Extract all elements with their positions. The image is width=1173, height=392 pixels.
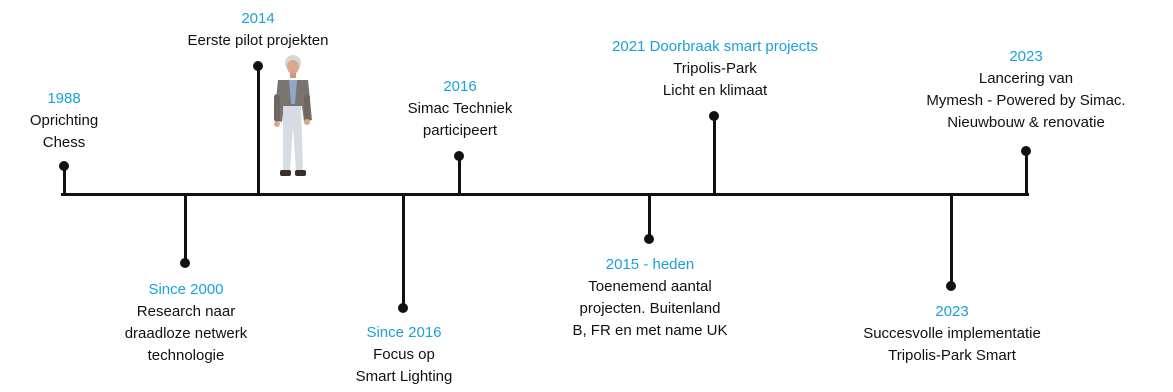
- timeline-stem-2015-heden: [648, 195, 651, 239]
- timeline-dot-2014: [253, 61, 263, 71]
- event-text: Nieuwbouw & renovatie: [947, 114, 1105, 131]
- event-text: Toenemend aantal: [588, 278, 712, 295]
- event-text: B, FR en met name UK: [572, 322, 728, 339]
- timeline-dot-1988: [59, 161, 69, 171]
- event-2023-lancering: 2023 Lancering van Mymesh - Powered by S…: [888, 46, 1164, 134]
- walking-man-photo: [274, 55, 312, 176]
- event-text: Smart Lighting: [355, 368, 453, 385]
- event-text: technologie: [147, 347, 225, 364]
- event-text: Tripolis-Park: [673, 60, 757, 77]
- timeline-dot-2021: [709, 111, 719, 121]
- timeline-stem-since-2016: [402, 195, 405, 306]
- event-text: Chess: [42, 134, 86, 151]
- timeline-stem-2014: [257, 68, 260, 194]
- event-text: Focus op: [373, 346, 435, 363]
- timeline-dot-2023-top: [1021, 146, 1031, 156]
- timeline-dot-2016: [454, 151, 464, 161]
- event-year: 1988: [47, 90, 81, 107]
- timeline-stem-2023-bottom: [950, 195, 953, 286]
- event-since-2016: Since 2016 Focus op Smart Lighting: [332, 322, 476, 388]
- event-text: Eerste pilot projekten: [187, 32, 329, 49]
- timeline-stem-2021: [713, 120, 716, 194]
- event-year: 2021 Doorbraak smart projects: [612, 38, 818, 55]
- event-text: Tripolis-Park Smart: [888, 347, 1016, 364]
- timeline-dot-since-2000: [180, 258, 190, 268]
- event-year: 2014: [241, 10, 275, 27]
- timeline-stem-since-2000: [184, 195, 187, 261]
- event-year: 2015 - heden: [605, 256, 695, 273]
- event-text: projecten. Buitenland: [579, 300, 721, 317]
- event-text: Oprichting: [29, 112, 99, 129]
- event-text: Research naar: [136, 303, 236, 320]
- event-2016: 2016 Simac Techniek participeert: [378, 76, 542, 142]
- timeline-stem-2016: [458, 160, 461, 194]
- event-year: 2023: [1009, 48, 1043, 65]
- event-1988: 1988 Oprichting Chess: [4, 88, 124, 154]
- timeline-stem-2023-top: [1025, 155, 1028, 194]
- event-text: draadloze netwerk: [124, 325, 248, 342]
- timeline-dot-since-2016: [398, 303, 408, 313]
- event-text: Mymesh - Powered by Simac.: [926, 92, 1126, 109]
- timeline-dot-2015-heden: [644, 234, 654, 244]
- event-text: Lancering van: [978, 70, 1074, 87]
- timeline-axis: [61, 193, 1029, 196]
- event-text: Licht en klimaat: [662, 82, 768, 99]
- event-since-2000: Since 2000 Research naar draadloze netwe…: [104, 279, 268, 367]
- event-2015-heden: 2015 - heden Toenemend aantal projecten.…: [544, 254, 756, 342]
- timeline-stem-1988: [63, 168, 66, 194]
- event-2021: 2021 Doorbraak smart projects Tripolis-P…: [570, 36, 860, 102]
- event-2023-implementatie: 2023 Succesvolle implementatie Tripolis-…: [830, 301, 1074, 367]
- event-year: 2023: [935, 303, 969, 320]
- event-2014: 2014 Eerste pilot projekten: [156, 8, 360, 52]
- event-year: Since 2016: [366, 324, 442, 341]
- event-text: Succesvolle implementatie: [863, 325, 1041, 342]
- timeline-dot-2023-bottom: [946, 281, 956, 291]
- event-text: participeert: [422, 122, 498, 139]
- event-year: Since 2000: [148, 281, 224, 298]
- event-text: Simac Techniek: [407, 100, 513, 117]
- event-year: 2016: [443, 78, 477, 95]
